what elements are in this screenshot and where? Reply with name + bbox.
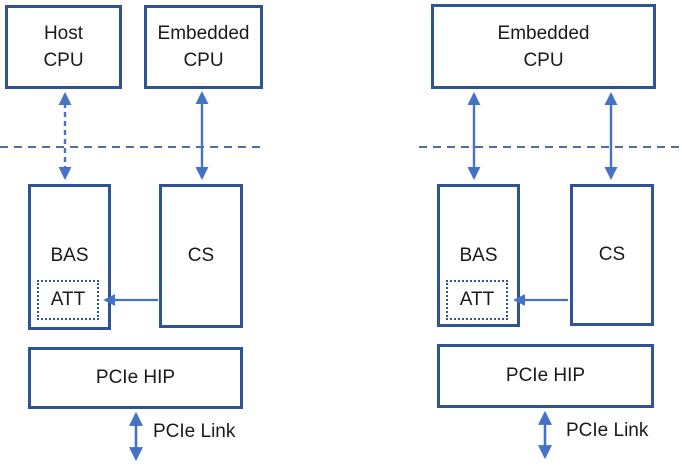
left-pcie-hip-box: PCIe HIP	[28, 347, 243, 409]
left-att-label: ATT	[50, 289, 86, 310]
right-att-label: ATT	[459, 289, 495, 310]
left-pcie-link-label: PCIe Link	[153, 421, 236, 442]
right-cs-label: CS	[598, 244, 626, 265]
right-pcie-hip-box: PCIe HIP	[437, 344, 654, 408]
right-pcie-link-label: PCIe Link	[566, 420, 649, 441]
left-host-cpu-label-line1: Host	[43, 23, 84, 44]
right-embedded-cpu-label-line1: Embedded	[497, 22, 590, 44]
right-pcie-hip-label: PCIe HIP	[505, 365, 586, 386]
left-cs-label: CS	[187, 245, 215, 266]
left-pcie-hip-label: PCIe HIP	[95, 367, 176, 388]
left-cs-box: CS	[159, 184, 243, 328]
right-bas-label: BAS	[459, 245, 498, 266]
right-cs-box: CS	[570, 184, 654, 326]
right-embedded-cpu-box: Embedded CPU	[431, 4, 656, 89]
right-embedded-cpu-label-line2: CPU	[523, 49, 564, 71]
left-embedded-cpu-label-line1: Embedded	[157, 23, 250, 44]
left-att-box: ATT	[37, 280, 99, 320]
right-att-box: ATT	[446, 280, 508, 320]
left-embedded-cpu-label-line2: CPU	[183, 50, 224, 71]
left-host-cpu-box: Host CPU	[5, 5, 122, 89]
left-embedded-cpu-box: Embedded CPU	[144, 5, 263, 89]
left-host-cpu-label-line2: CPU	[43, 50, 84, 71]
right-bas-box: BAS ATT	[437, 184, 520, 327]
left-bas-box: BAS ATT	[28, 184, 111, 330]
left-bas-label: BAS	[50, 245, 89, 266]
